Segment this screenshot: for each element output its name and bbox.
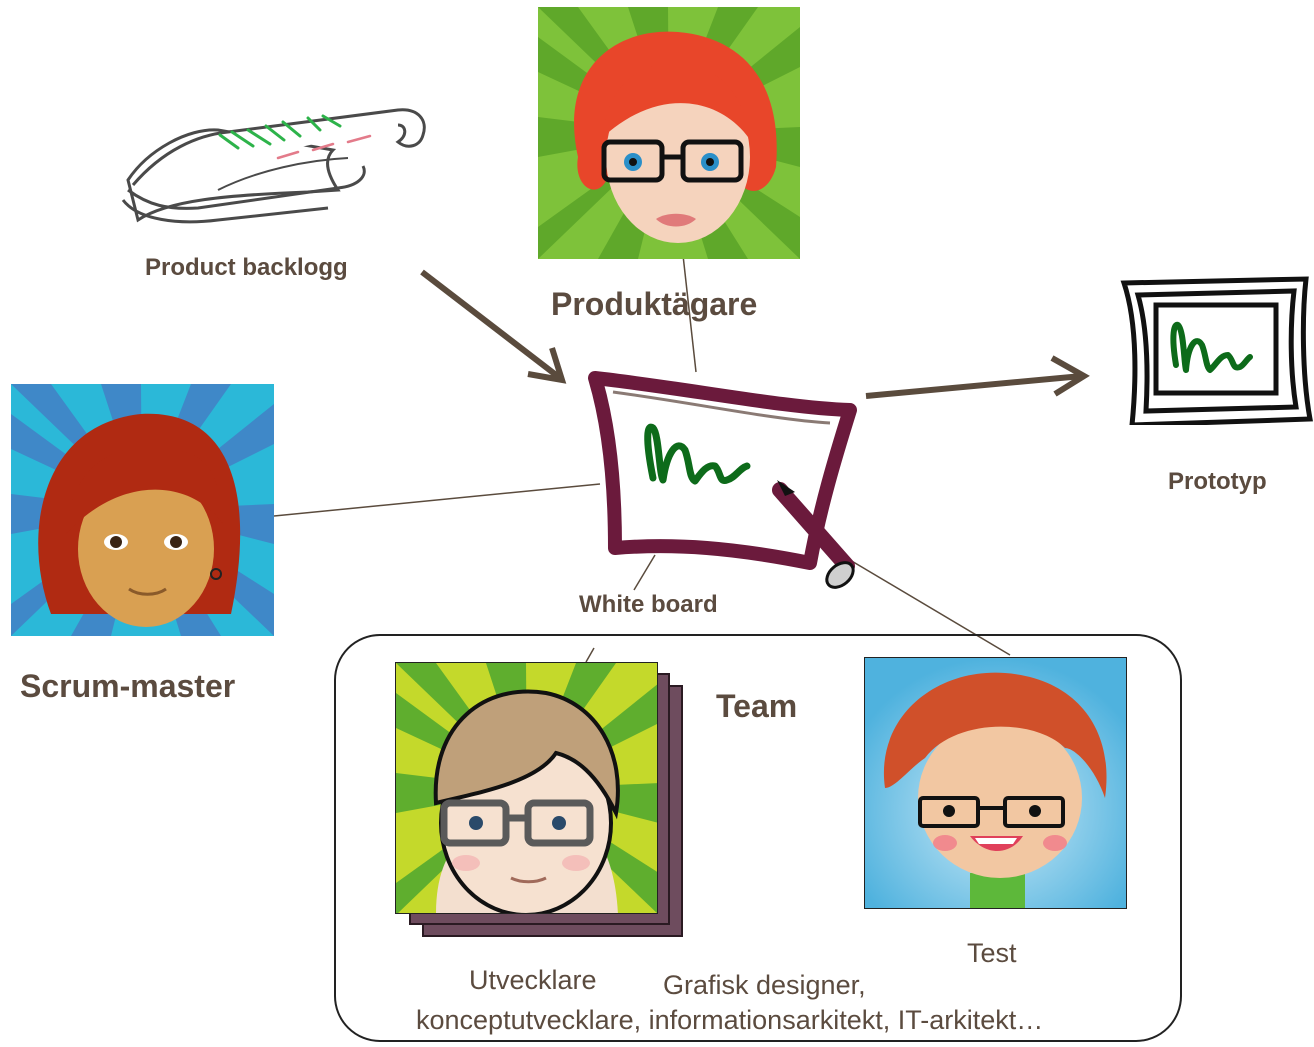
developer-avatar (395, 662, 658, 914)
roles-line-1: Grafisk designer, (663, 970, 866, 1000)
arrow-backlog-board (420, 269, 562, 381)
test-label: Test (967, 938, 1017, 968)
arrow-backlog-board-head (527, 347, 567, 384)
scrum-master-avatar (11, 384, 274, 636)
product-backlog-label: Product backlogg (145, 254, 348, 281)
connector-owner-board (682, 254, 697, 373)
roles-line-2: konceptutvecklare, informationsarkitekt,… (416, 1005, 1044, 1035)
connector-board-test (849, 559, 1011, 656)
arrow-board-prototype-head (1050, 355, 1090, 397)
white-board-label: White board (579, 591, 718, 618)
prototype-icon (1120, 276, 1313, 425)
product-owner-avatar (538, 7, 800, 259)
connector-board-developers (585, 647, 595, 663)
developers-label: Utvecklare (469, 965, 597, 995)
connector-board-team (633, 554, 656, 591)
whiteboard-icon (588, 371, 857, 589)
team-container (334, 634, 1182, 1042)
connector-scrum-board (273, 483, 601, 517)
scroll-icon (121, 108, 426, 224)
product-owner-label: Produktägare (551, 286, 758, 322)
scrum-master-label: Scrum-master (20, 668, 236, 704)
prototype-label: Prototyp (1168, 468, 1267, 495)
tester-avatar (864, 657, 1127, 909)
arrow-board-prototype (865, 373, 1083, 399)
team-label: Team (716, 688, 798, 724)
